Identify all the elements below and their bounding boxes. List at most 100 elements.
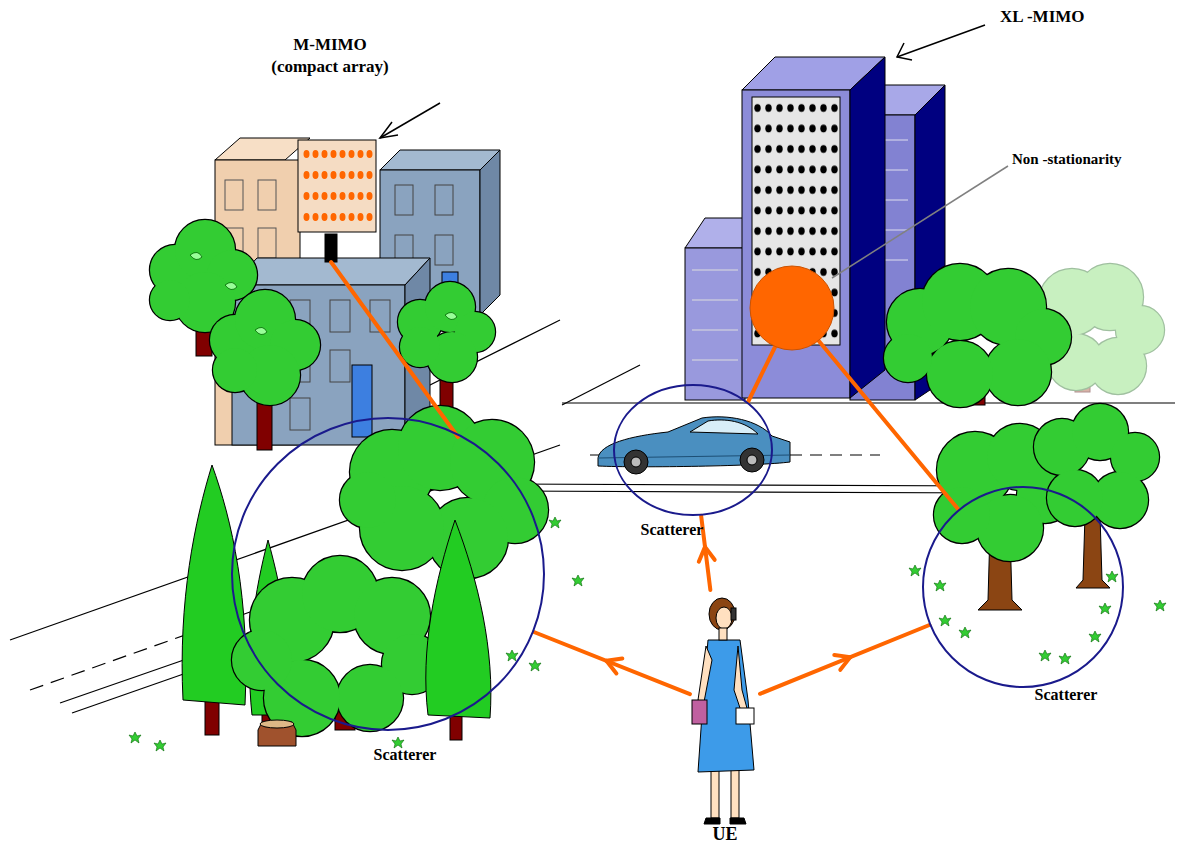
signal-arrow <box>534 632 690 694</box>
node-label: UE <box>712 824 737 845</box>
tree <box>210 290 320 405</box>
scatterer-circle: Scatterer <box>922 486 1124 688</box>
car <box>598 417 790 474</box>
user-figure <box>704 818 720 824</box>
scatterer-outline <box>232 418 544 730</box>
tree <box>150 220 495 450</box>
arrow-head <box>834 655 850 657</box>
m-mimo-building <box>330 300 350 332</box>
scatterer-outline <box>614 385 772 515</box>
tree <box>255 327 267 334</box>
user-figure <box>692 598 754 824</box>
arrow-head <box>840 657 850 670</box>
m-mimo-building <box>290 398 310 430</box>
tree <box>225 282 237 289</box>
leaf <box>939 615 951 626</box>
arrow-head <box>699 547 705 562</box>
m-mimo-building <box>302 144 374 228</box>
tree <box>426 520 491 718</box>
leaf <box>934 580 946 591</box>
xl-mimo-building <box>692 270 738 360</box>
xl-mimo-label: XL -MIMO <box>1000 6 1085 28</box>
user-figure <box>734 646 748 714</box>
non-stationarity-label: Non -stationarity <box>1012 150 1122 170</box>
scatterer-circle: Scatterer <box>231 417 545 731</box>
xl-mimo-building <box>742 90 850 398</box>
m-mimo-label: M-MIMO (compact array) <box>266 34 394 78</box>
tree <box>884 264 1071 407</box>
car <box>624 450 648 474</box>
user-figure <box>692 700 707 724</box>
callout-arrow <box>380 122 398 138</box>
leaf <box>572 575 584 586</box>
tree <box>232 556 442 736</box>
user-figure <box>731 768 739 818</box>
user-figure <box>736 708 754 724</box>
m-mimo-building <box>258 180 276 210</box>
tree <box>190 252 457 334</box>
m-mimo-label: M-MIMO (compact array) <box>266 34 394 78</box>
leaf <box>506 650 518 661</box>
m-mimo-building <box>330 350 350 382</box>
signal-path <box>748 347 775 402</box>
tree <box>205 700 219 735</box>
tree <box>445 312 457 319</box>
signal-arrow <box>760 625 929 694</box>
scatterer-outline <box>923 487 1123 687</box>
xl-mimo-label: XL -MIMO <box>1000 6 1085 28</box>
car <box>631 457 641 467</box>
callout-arrow <box>380 25 985 138</box>
leaf <box>1099 603 1111 614</box>
leaf <box>129 732 141 743</box>
tree <box>1034 404 1159 528</box>
m-mimo-building <box>225 180 243 210</box>
car <box>740 448 764 472</box>
leaf <box>959 627 971 638</box>
leaf <box>1106 571 1118 582</box>
non-stationarity-region <box>750 266 834 350</box>
leaf <box>549 517 561 528</box>
xl-mimo-building <box>685 248 745 400</box>
tree <box>398 282 495 382</box>
xl-mimo-building <box>692 270 738 360</box>
callout-arrow <box>380 103 440 138</box>
user-figure <box>719 628 727 640</box>
leaf <box>1154 600 1166 611</box>
leaf <box>129 517 1166 751</box>
signal-arrow <box>760 625 929 694</box>
user-figure <box>709 598 735 630</box>
leaf <box>1039 650 1051 661</box>
node-label: Scatterer <box>1035 686 1098 704</box>
tree <box>934 404 1159 610</box>
tree <box>884 264 1071 407</box>
signal-arrow <box>534 632 690 694</box>
xl-mimo-building <box>850 57 885 398</box>
scatterer-circle: Scatterer <box>613 384 773 516</box>
signal-path <box>818 340 958 509</box>
non-stationarity-label: Non -stationarity <box>1012 150 1122 170</box>
tree <box>260 720 294 728</box>
leader-line <box>832 166 1008 278</box>
leaf <box>529 660 541 671</box>
m-mimo-building <box>435 185 453 215</box>
arrow-head <box>606 661 616 674</box>
m-mimo-building <box>352 365 372 437</box>
user-figure <box>711 768 719 818</box>
node-label: Scatterer <box>641 521 704 539</box>
road-line <box>562 365 640 405</box>
tree <box>1034 404 1159 528</box>
leaf <box>1089 631 1101 642</box>
tree <box>884 264 1164 407</box>
m-mimo-building <box>258 228 276 258</box>
m-mimo-building <box>395 185 413 215</box>
user-figure <box>698 646 712 702</box>
scatterer-outline <box>231 417 545 731</box>
m-mimo-building <box>325 234 337 262</box>
road-line <box>505 484 1000 486</box>
scatterer-outline <box>613 384 773 516</box>
user-figure <box>716 607 732 629</box>
m-mimo-building <box>480 150 500 315</box>
tree <box>190 252 202 259</box>
